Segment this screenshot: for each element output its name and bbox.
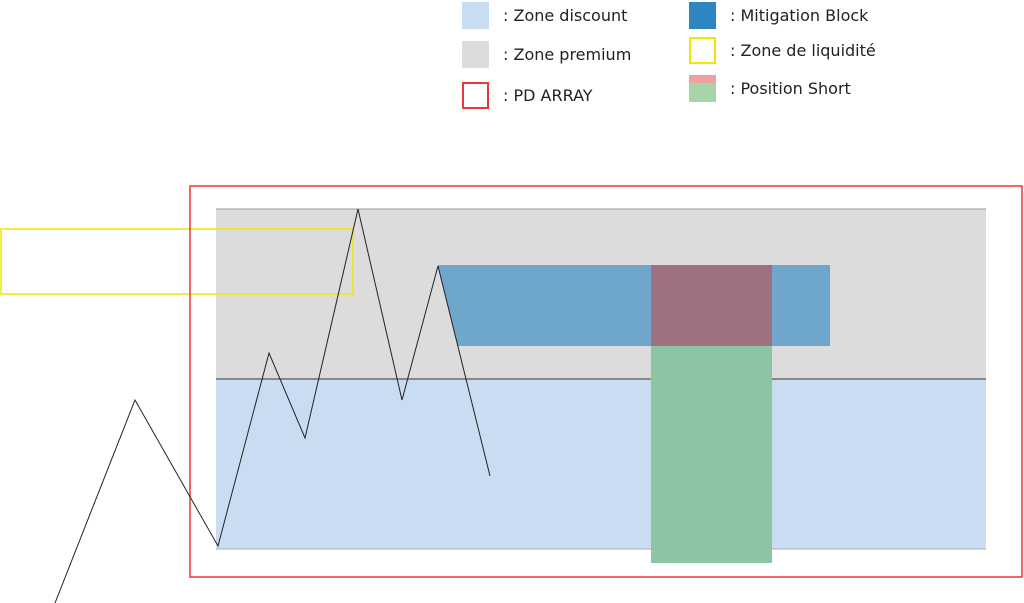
zone-liquidite: [0, 228, 354, 295]
price-line: [54, 208, 491, 603]
position-short-target: [651, 346, 772, 563]
legend-mitigation-block: : Mitigation Block: [689, 2, 868, 29]
legend-zone-discount: : Zone discount: [462, 2, 627, 29]
legend-label: : Zone discount: [503, 6, 628, 25]
position-short-stop: [651, 265, 772, 346]
legend-label: : Mitigation Block: [730, 6, 869, 25]
zone-discount-swatch: [462, 2, 489, 29]
legend-label: : Position Short: [730, 79, 851, 98]
legend-label: : PD ARRAY: [503, 86, 593, 105]
legend-zone-premium: : Zone premium: [462, 41, 631, 68]
pd-array: [189, 185, 1023, 578]
zone-liquidite-swatch: [689, 37, 716, 64]
legend-position-short: : Position Short: [689, 75, 851, 102]
mitigation-block-swatch: [689, 2, 716, 29]
pd-array-swatch: [462, 82, 489, 109]
position-short-swatch: [689, 75, 716, 102]
zone-premium-swatch: [462, 41, 489, 68]
legend-pd-array: : PD ARRAY: [462, 82, 593, 109]
legend-label: : Zone premium: [503, 45, 632, 64]
zone-discount: [216, 379, 986, 549]
legend-zone-liquidite: : Zone de liquidité: [689, 37, 876, 64]
legend-label: : Zone de liquidité: [730, 41, 876, 60]
